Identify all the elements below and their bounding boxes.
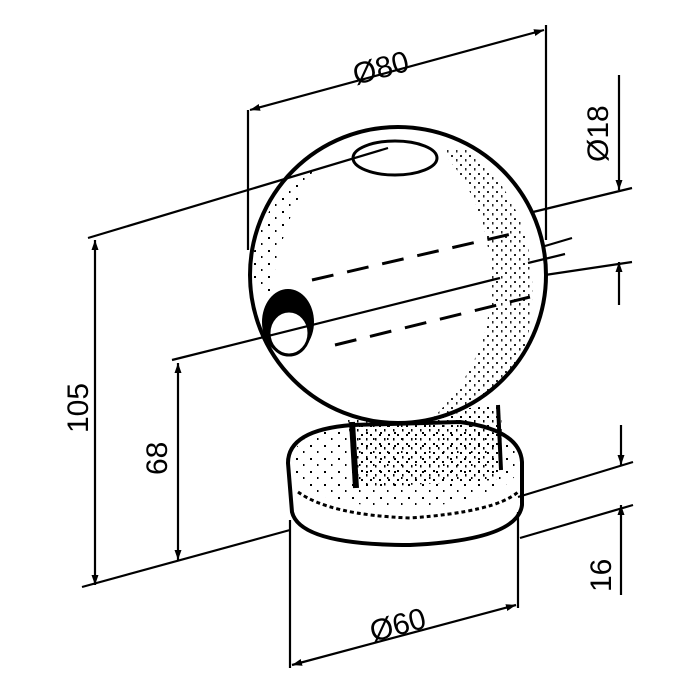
label-base-thickness: 16 xyxy=(585,559,618,592)
base-knurled-edge xyxy=(297,490,519,520)
label-overall-height: 105 xyxy=(62,383,95,433)
dimension-lines xyxy=(81,25,634,668)
flange-base xyxy=(285,404,524,548)
dim-line-base-diameter xyxy=(291,603,517,667)
bore-center-line xyxy=(171,276,501,362)
label-ball-diameter: Ø80 xyxy=(349,45,412,92)
side-bore-opening xyxy=(262,289,314,357)
top-bore-opening xyxy=(351,139,439,177)
dim-line-ball-diameter xyxy=(249,28,545,112)
neck-right-edge xyxy=(496,404,503,471)
label-bore-diameter: Ø18 xyxy=(582,105,615,162)
coupling-ball xyxy=(248,125,548,425)
neck-left-edge xyxy=(349,421,359,489)
ball-neck xyxy=(348,405,502,488)
label-bore-center-height: 68 xyxy=(141,442,174,475)
label-base-diameter: Ø60 xyxy=(366,602,429,649)
